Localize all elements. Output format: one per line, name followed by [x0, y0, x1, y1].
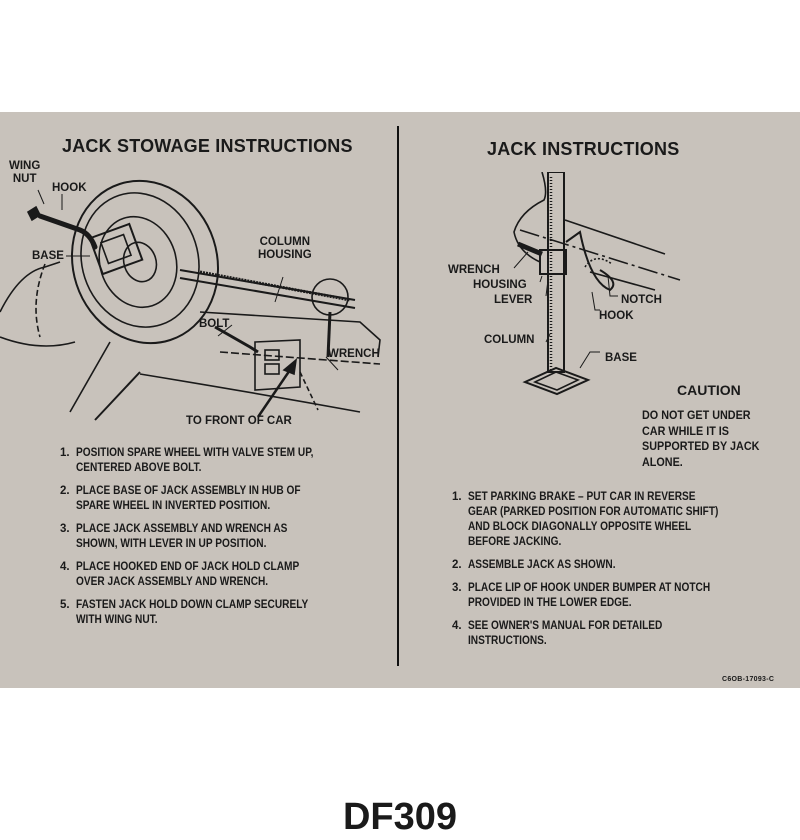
- jack-step: 2.ASSEMBLE JACK AS SHOWN.: [452, 559, 616, 571]
- caution-text: DO NOT GET UNDER CAR WHILE IT IS SUPPORT…: [642, 408, 760, 469]
- jack-usage-illustration: [513, 172, 681, 396]
- label-notch: NOTCH: [621, 294, 662, 306]
- label-wrench-stowage: WRENCH: [328, 348, 380, 360]
- jack-title: JACK INSTRUCTIONS: [487, 139, 680, 159]
- label-bolt: BOLT: [199, 318, 230, 330]
- stowage-step: 3.PLACE JACK ASSEMBLY AND WRENCH AS SHOW…: [60, 523, 288, 550]
- label-housing: HOUSING: [473, 279, 527, 291]
- stowage-title: JACK STOWAGE INSTRUCTIONS: [62, 136, 353, 156]
- center-divider: [397, 126, 399, 666]
- label-to-front-of-car: TO FRONT OF CAR: [186, 415, 292, 427]
- label-hook-stowage: HOOK: [52, 182, 87, 194]
- stowage-step: 4.PLACE HOOKED END OF JACK HOLD CLAMP OV…: [60, 561, 300, 588]
- label-hook-jack: HOOK: [599, 310, 634, 322]
- stowage-step: 1.POSITION SPARE WHEEL WITH VALVE STEM U…: [60, 447, 314, 474]
- stowage-step: 2.PLACE BASE OF JACK ASSEMBLY IN HUB OF …: [60, 485, 301, 512]
- product-code: DF309: [342, 796, 458, 838]
- jack-step: 4.SEE OWNER'S MANUAL FOR DETAILED INSTRU…: [452, 620, 663, 647]
- label-wrench-jack: WRENCH: [448, 264, 500, 276]
- stowage-steps-list: 1.POSITION SPARE WHEEL WITH VALVE STEM U…: [60, 446, 390, 636]
- jack-instructions-decal: JACK STOWAGE INSTRUCTIONS: [0, 112, 800, 688]
- jack-steps-list: 1.SET PARKING BRAKE – PUT CAR IN REVERSE…: [452, 490, 792, 657]
- jack-step: 3.PLACE LIP OF HOOK UNDER BUMPER AT NOTC…: [452, 582, 711, 609]
- label-wing-nut: WING NUT: [9, 160, 41, 185]
- label-lever: LEVER: [494, 294, 533, 306]
- label-base-jack: BASE: [605, 352, 637, 364]
- spare-wheel-stowage-illustration: [0, 179, 381, 421]
- stowage-step: 5.FASTEN JACK HOLD DOWN CLAMP SECURELY W…: [60, 599, 309, 626]
- label-base-stowage: BASE: [32, 250, 64, 262]
- label-column-housing: COLUMN HOUSING: [258, 236, 312, 261]
- part-number: C6OB-17093-C: [722, 676, 775, 683]
- label-column: COLUMN: [484, 334, 535, 346]
- caution-heading: CAUTION: [677, 382, 741, 398]
- jack-step: 1.SET PARKING BRAKE – PUT CAR IN REVERSE…: [452, 491, 719, 548]
